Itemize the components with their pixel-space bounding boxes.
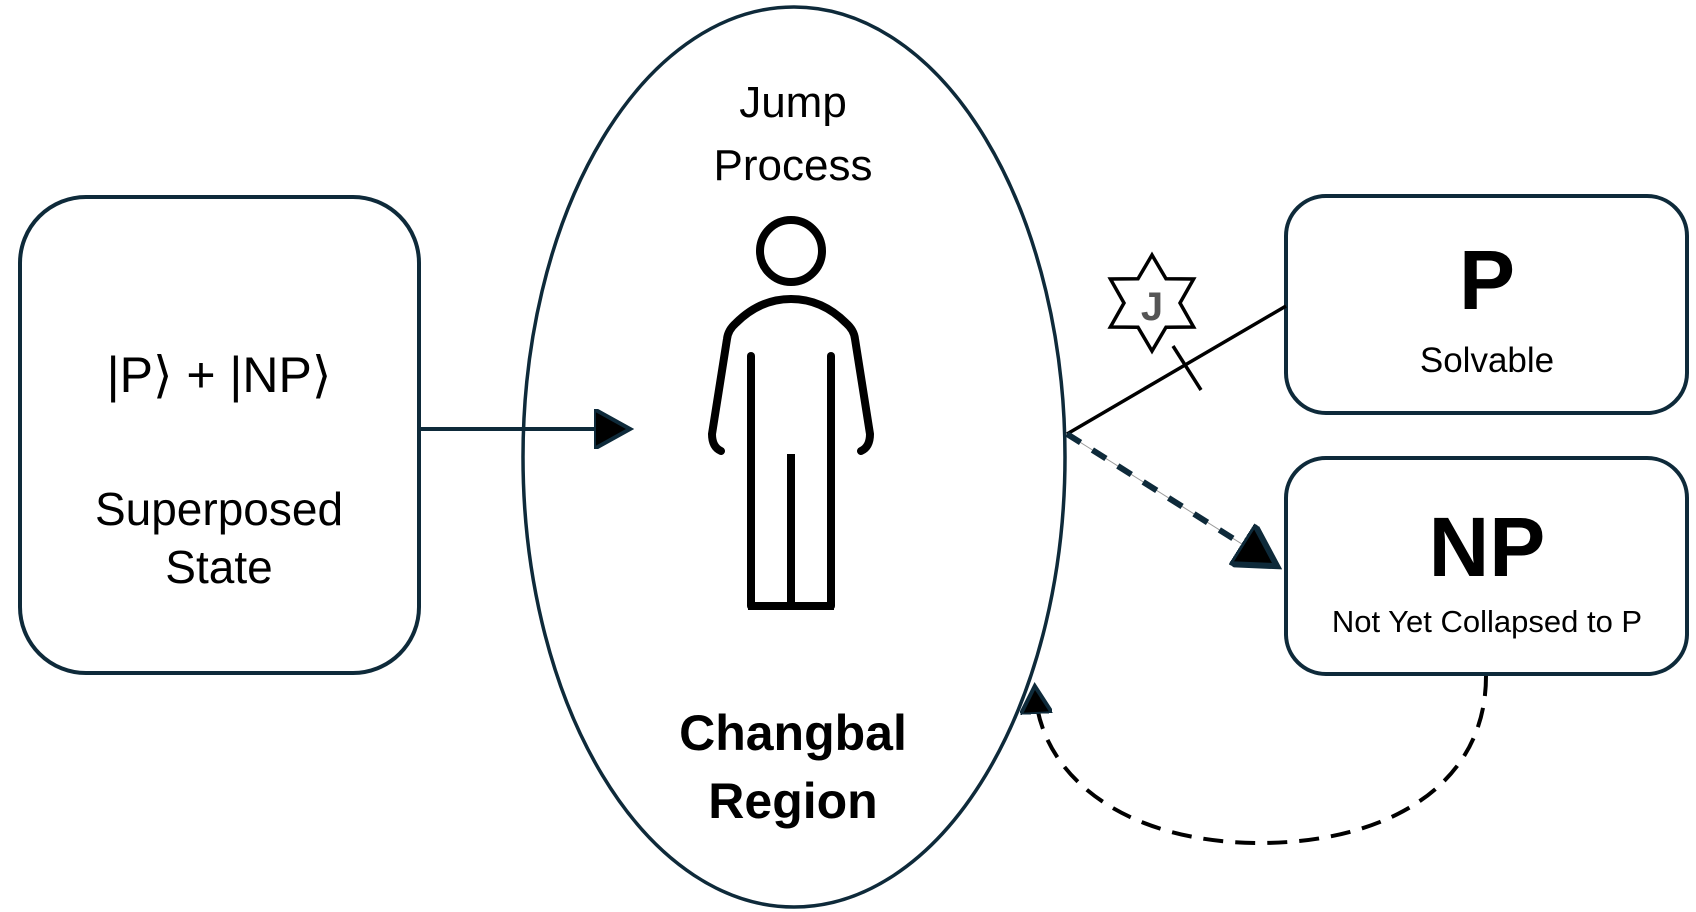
- edge-np-to-changbal-feedback: [1035, 675, 1488, 846]
- jump-process-line1: Jump: [739, 78, 847, 127]
- p-box: [1284, 194, 1689, 415]
- changbal-label-line2: Region: [708, 773, 877, 829]
- edge-changbal-to-np: [1065, 431, 1272, 563]
- changbal-region-node[interactable]: Jump Process Changbal Region: [521, 5, 1067, 909]
- changbal-label-line1: Changbal: [679, 705, 907, 761]
- p-title: P: [1459, 233, 1515, 327]
- np-subtitle: Not Yet Collapsed to P: [1332, 604, 1642, 639]
- person-icon: [708, 216, 874, 610]
- np-node[interactable]: NP Not Yet Collapsed to P: [1284, 456, 1689, 676]
- star-letter: J: [1141, 285, 1163, 329]
- superposed-state-box: [18, 195, 421, 675]
- np-box: [1284, 456, 1689, 676]
- np-title: NP: [1429, 500, 1546, 594]
- blocked-tick-mark: [1171, 345, 1203, 391]
- p-subtitle: Solvable: [1420, 341, 1554, 380]
- superposed-label-line2: State: [165, 541, 272, 593]
- superposition-formula: |P⟩ + |NP⟩: [107, 347, 332, 403]
- p-solvable-node[interactable]: P Solvable: [1284, 194, 1689, 415]
- six-pointed-star-icon: J: [1107, 251, 1197, 355]
- edge-changbal-to-p-blocked: [1066, 304, 1287, 436]
- jump-process-line2: Process: [714, 141, 873, 190]
- superposed-label-line1: Superposed: [95, 483, 343, 535]
- superposed-state-node[interactable]: |P⟩ + |NP⟩ Superposed State: [18, 195, 421, 675]
